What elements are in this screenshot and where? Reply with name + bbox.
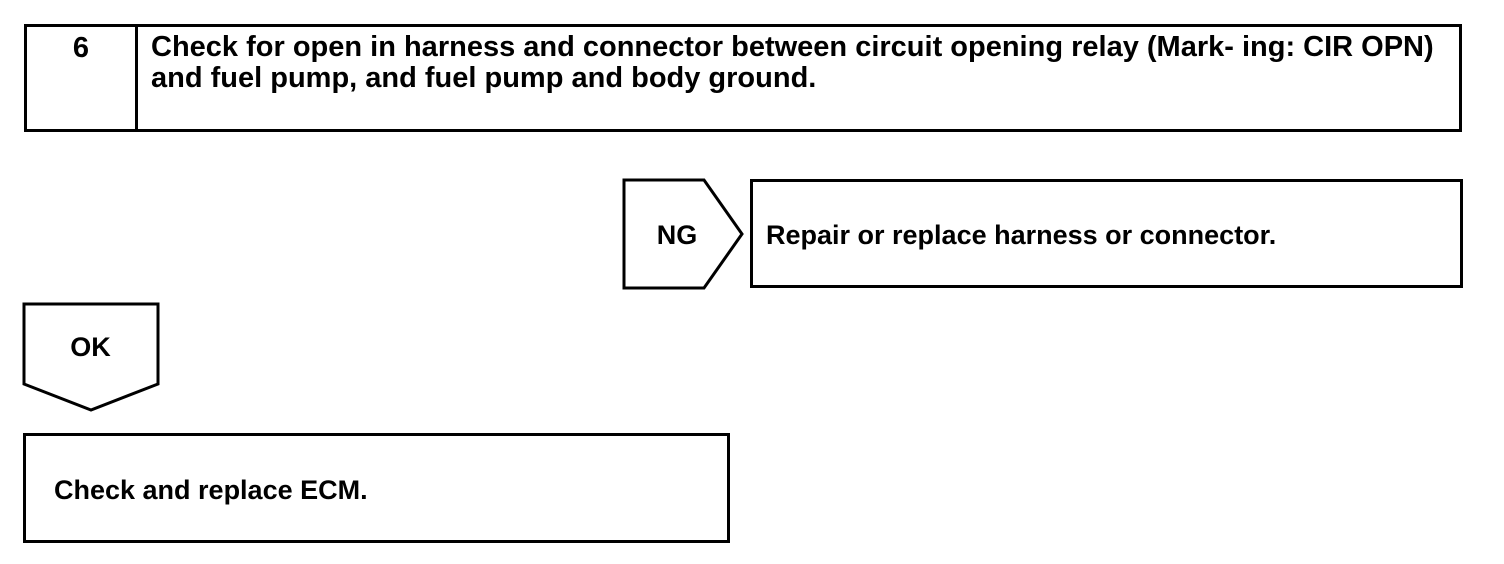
ok-result-text: Check and replace ECM. xyxy=(54,475,368,505)
ok-result-box: Check and replace ECM. xyxy=(23,433,730,543)
step-number: 6 xyxy=(72,32,90,64)
ok-label: OK xyxy=(70,332,111,362)
step-instruction: Check for open in harness and connector … xyxy=(151,31,1434,94)
ng-result-box: Repair or replace harness or connector. xyxy=(750,179,1463,288)
step-number-cell: 6 xyxy=(27,27,138,129)
ng-result-text: Repair or replace harness or connector. xyxy=(766,220,1277,250)
step-box: 6 Check for open in harness and connecto… xyxy=(24,24,1462,132)
ng-arrow-shape xyxy=(622,178,744,290)
ng-label: NG xyxy=(656,220,698,250)
ok-arrow-shape xyxy=(22,302,160,412)
